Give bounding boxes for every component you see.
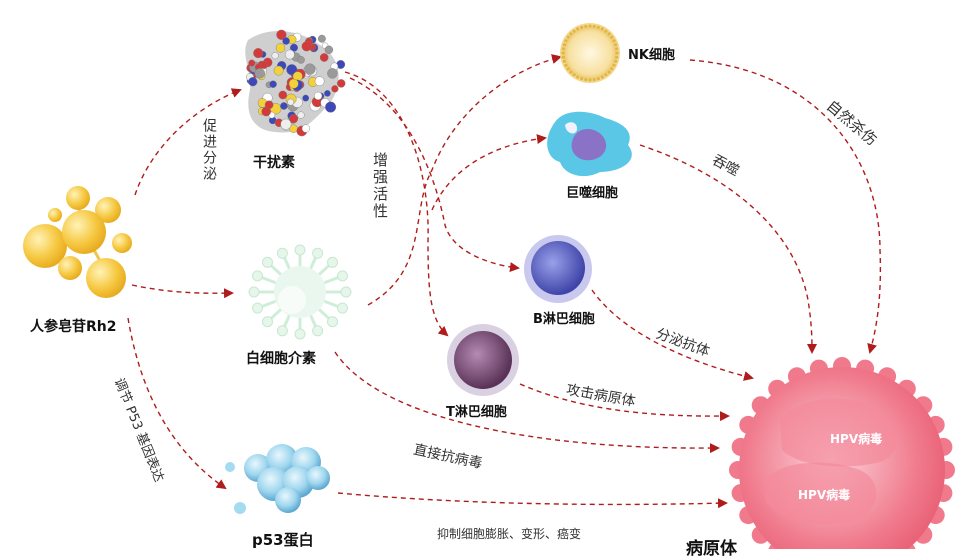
arrow-interleukin-to-macrophage <box>431 134 547 211</box>
interferon-protein-image <box>245 29 346 137</box>
edge-label-promote-secretion: 促进分泌 <box>201 118 217 182</box>
arrow-interferon-to-bcell <box>349 77 520 272</box>
node-label-nk-cell: NK细胞 <box>628 48 675 63</box>
t-cell-image <box>447 324 519 396</box>
arrow-interleukin-to-pathogen <box>334 351 720 454</box>
node-label-t-cell: T淋巴细胞 <box>446 405 507 420</box>
node-label-interleukin: 白细胞介素 <box>246 351 316 367</box>
pathogen-image <box>729 357 955 549</box>
b-cell-image <box>524 235 592 303</box>
node-label-macrophage: 巨噬细胞 <box>566 186 619 201</box>
arrow-ginsenoside-to-interferon <box>134 88 242 196</box>
node-label-ginsenoside: 人参皂苷Rh2 <box>30 319 117 335</box>
arrow-nk-to-pathogen <box>689 59 882 354</box>
arrow-interferon-to-tcell <box>344 71 449 337</box>
node-label-p53-protein: p53蛋白 <box>252 531 314 549</box>
arrow-interleukin-to-nk <box>367 54 562 306</box>
macrophage-image <box>547 111 632 177</box>
hpv-virus-label-upper: HPV病毒 <box>830 432 883 446</box>
arrow-tcell-to-pathogen <box>519 383 730 422</box>
nk-cell-image <box>560 23 620 83</box>
hpv-virus-label-lower: HPV病毒 <box>798 488 851 502</box>
arrow-macrophage-to-pathogen <box>639 144 817 354</box>
edge-label-inhibit-cells: 抑制细胞膨胀、变形、癌变 <box>437 527 582 541</box>
arrow-p53-to-pathogen <box>337 492 728 509</box>
arrow-ginsenoside-to-p53 <box>127 317 227 490</box>
node-label-interferon: 干扰素 <box>253 155 295 171</box>
node-label-pathogen: 病原体 <box>686 539 737 559</box>
arrow-ginsenoside-to-interleukin <box>131 284 234 299</box>
edge-label-enhance-activity: 增强活性 <box>371 152 389 220</box>
interleukin-image <box>248 244 352 340</box>
node-label-b-cell: B淋巴细胞 <box>533 312 595 327</box>
p53-protein-image <box>225 444 330 514</box>
arrow-bcell-to-pathogen <box>591 289 754 381</box>
ginsenoside-molecule-image <box>23 186 132 298</box>
